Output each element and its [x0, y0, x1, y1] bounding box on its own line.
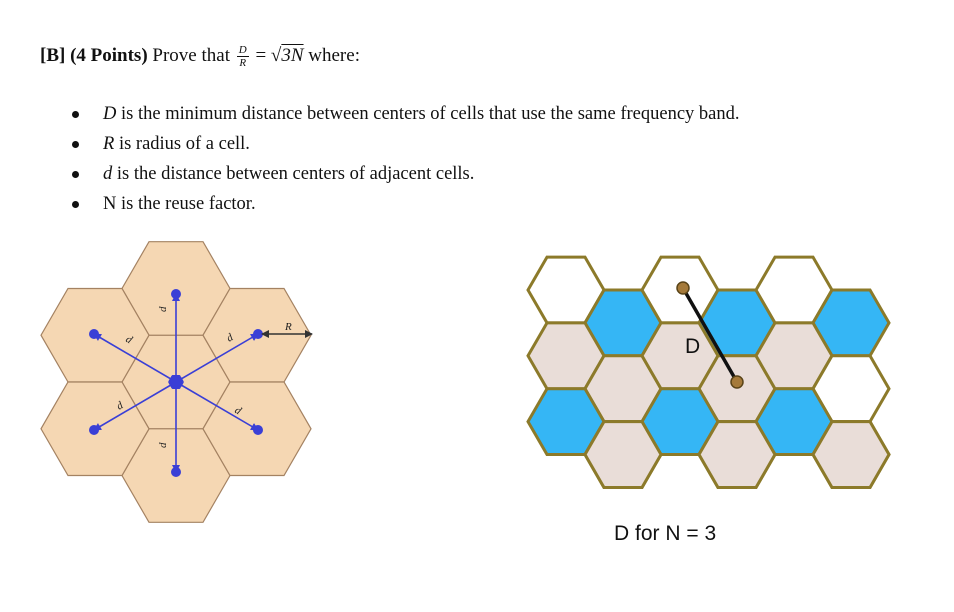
- question-line: [B] (4 Points) Prove that D R = √3N wher…: [40, 44, 360, 69]
- cell-center-dot: [730, 375, 744, 389]
- definition-item: d is the distance between centers of adj…: [66, 159, 740, 189]
- hex-cell: [697, 420, 777, 489]
- cell-center-dot: [89, 329, 99, 339]
- definition-text: is the distance between centers of adjac…: [116, 164, 475, 184]
- distance-label: d: [225, 331, 236, 344]
- radicand: 3N: [281, 44, 304, 66]
- distance-arrows: [89, 289, 313, 477]
- distance-label: d: [233, 404, 244, 417]
- fraction-denominator: R: [239, 57, 247, 69]
- definition-text: is the minimum distance between centers …: [121, 104, 740, 124]
- figure-caption: D for N = 3: [614, 522, 717, 545]
- cell-center-dot: [676, 281, 690, 295]
- reuse-distance-line: D: [676, 281, 744, 389]
- distance-arrow: [175, 333, 259, 383]
- hex-cell: [583, 420, 663, 489]
- center-cell-dot: [170, 376, 182, 388]
- equals-sign: =: [255, 44, 267, 66]
- cell-group: [526, 255, 891, 489]
- definition-list: D is the minimum distance between center…: [66, 99, 740, 219]
- reuse-distance-label: D: [685, 335, 700, 358]
- definition-item: N is the reuse factor.: [66, 189, 740, 219]
- distance-label: d: [115, 399, 126, 412]
- radius-label: R: [284, 321, 292, 333]
- cell-center-dot: [171, 467, 181, 477]
- cell-center-dot: [253, 329, 263, 339]
- distance-label: d: [124, 333, 135, 346]
- distance-arrow: [93, 381, 177, 431]
- definition-text: is radius of a cell.: [118, 134, 250, 154]
- definition-variable: d: [103, 164, 113, 184]
- distance-arrow: [93, 333, 177, 383]
- question-lead: Prove that: [152, 44, 230, 66]
- definition-text: N is the reuse factor.: [103, 194, 256, 214]
- distance-label: d: [157, 442, 169, 448]
- cell-center-dot: [89, 425, 99, 435]
- hex-cell: [811, 420, 891, 489]
- definition-item: R is radius of a cell.: [66, 129, 740, 159]
- reuse-distance-segment: [681, 287, 739, 383]
- frequency-reuse-diagram: D: [526, 255, 891, 489]
- fraction-numerator: D: [236, 44, 249, 57]
- sqrt-symbol: √: [270, 44, 282, 66]
- question-trail: where:: [308, 44, 360, 66]
- cell-center-dot: [253, 425, 263, 435]
- ratio-fraction: D R: [236, 44, 249, 69]
- definition-item: D is the minimum distance between center…: [66, 99, 740, 129]
- cell-center-dot: [171, 289, 181, 299]
- distance-label: d: [157, 306, 169, 312]
- question-tag: [B] (4 Points): [40, 44, 148, 66]
- definition-variable: D: [103, 104, 117, 124]
- distance-arrow: [175, 381, 259, 431]
- definition-variable: R: [103, 134, 115, 154]
